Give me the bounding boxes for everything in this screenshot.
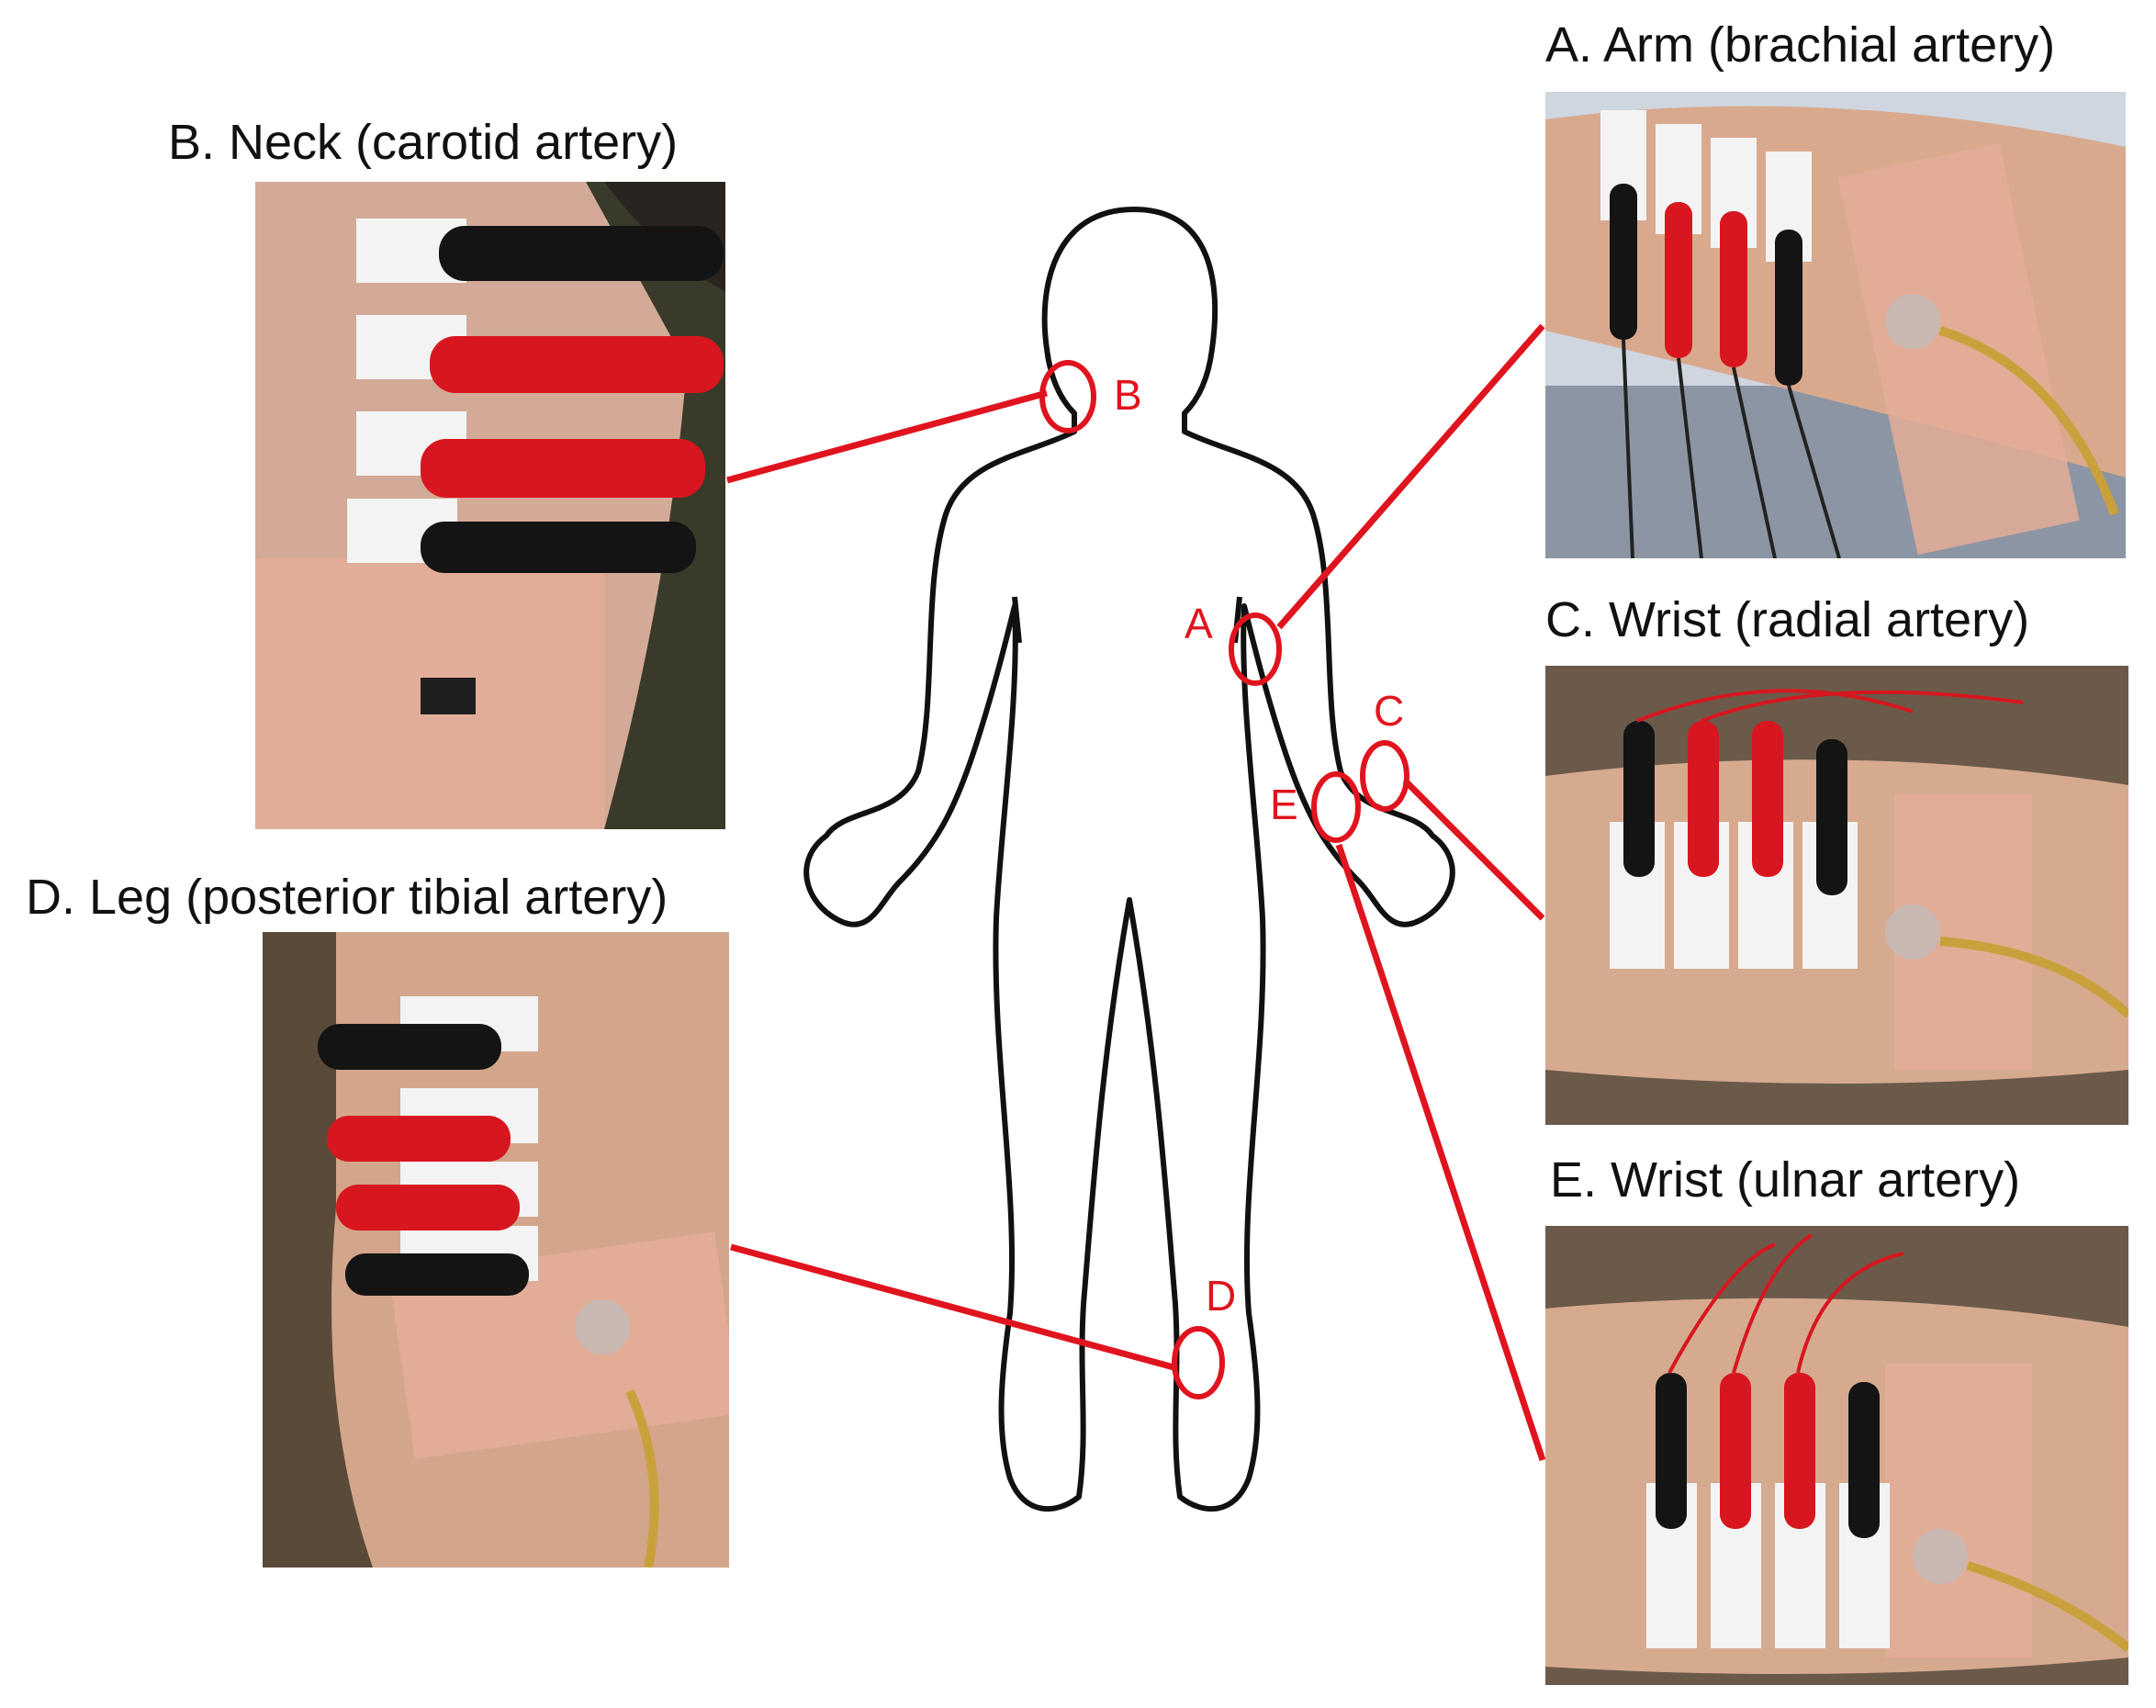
marker-c: C	[1374, 687, 1404, 735]
photo-arm-brachial	[1545, 92, 2126, 558]
photo-leg-posterior-tibial	[263, 932, 729, 1568]
connector-line-b	[726, 389, 1048, 484]
photo-neck-carotid	[255, 182, 725, 829]
body-outline	[803, 207, 1455, 1511]
panel-title-b: B. Neck (carotid artery)	[168, 115, 679, 170]
photo-wrist-radial	[1545, 666, 2128, 1125]
panel-title-a: A. Arm (brachial artery)	[1545, 17, 2056, 73]
panel-title-e: E. Wrist (ulnar artery)	[1550, 1152, 2021, 1208]
body-inner-line-left	[1012, 596, 1022, 644]
panel-title-c: C. Wrist (radial artery)	[1545, 592, 2030, 647]
site-circle-d	[1172, 1326, 1225, 1399]
site-circle-e	[1311, 771, 1361, 843]
marker-b: B	[1114, 371, 1142, 419]
connector-line-e	[1335, 843, 1546, 1462]
site-circle-a	[1229, 612, 1282, 686]
site-circle-b	[1039, 360, 1096, 433]
site-circle-c	[1360, 740, 1409, 812]
marker-e: E	[1270, 781, 1298, 828]
panel-title-d: D. Leg (posterior tibial artery)	[26, 870, 668, 925]
connector-line-a	[1276, 323, 1545, 630]
marker-d: D	[1206, 1272, 1236, 1320]
connector-line-d	[730, 1243, 1178, 1372]
photo-wrist-ulnar	[1545, 1226, 2128, 1685]
marker-a: A	[1185, 600, 1213, 647]
connector-line-c	[1402, 778, 1545, 921]
